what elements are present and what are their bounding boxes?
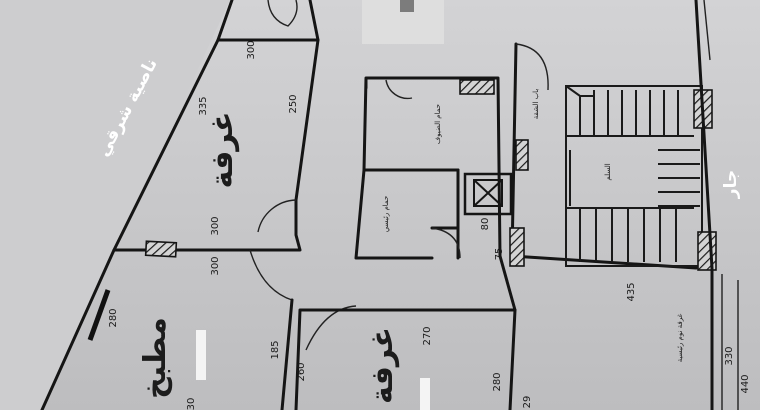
redaction-mark-1 [196, 330, 206, 380]
top-wall-left [216, 0, 234, 42]
dim-250: 250 [288, 94, 299, 113]
kitchen-label: مطبخ [138, 317, 173, 399]
dim-30-bottom: 30 [186, 398, 197, 410]
dim-435: 435 [626, 282, 637, 301]
redaction-mark-2 [420, 378, 430, 410]
dim-29-bottom: 29 [522, 396, 533, 409]
dim-280-right: 280 [492, 372, 503, 391]
shaft-inner [473, 179, 503, 207]
door-hatch-2 [509, 227, 525, 267]
door-hatch-3 [515, 139, 529, 171]
dim-270: 270 [422, 326, 433, 345]
kitchen-window-mark [87, 289, 111, 341]
master-bathroom-door [431, 227, 461, 259]
right-top-line [703, 0, 711, 61]
dim-300-b: 300 [210, 256, 221, 275]
dim-440: 440 [740, 374, 751, 393]
master-bathroom-walls [354, 168, 460, 260]
stairs-label: السلم [604, 163, 612, 180]
apartment-door-label: باب الشقة [532, 89, 540, 120]
room-upper-label: غرفة [205, 112, 240, 189]
guest-bathroom-label: حمام الضيوف [434, 104, 442, 144]
corridor-curve-right [305, 305, 357, 351]
shaft-box [463, 172, 513, 216]
upper-room-door-swing [257, 199, 297, 233]
corridor-curve-left [249, 249, 293, 301]
dim-300-a: 300 [210, 216, 221, 235]
dim-335: 335 [198, 96, 209, 115]
kitchen-hatch [144, 240, 178, 258]
neighbor-label: جار [721, 170, 741, 199]
top-wall-right [308, 0, 320, 42]
dim-260: 260 [296, 362, 307, 381]
dim-330: 330 [724, 346, 735, 365]
dim-80: 80 [480, 218, 491, 231]
dim-top-300: 300 [246, 40, 257, 59]
kitchen-walls [40, 248, 294, 410]
apartment-door-swing [515, 43, 549, 91]
dim-185: 185 [270, 340, 281, 359]
top-door-swing [267, 0, 298, 27]
outer-shadow-area [0, 0, 230, 410]
guest-bathroom-door [385, 79, 413, 100]
right-neighbor-lines [721, 274, 739, 410]
right-outer-wall [694, 0, 714, 410]
master-bathroom-label: حمام رئيسي [382, 196, 390, 233]
door-hatch-1 [459, 79, 495, 95]
top-marker [400, 0, 414, 12]
dim-280-left: 280 [108, 308, 119, 327]
master-bedroom-label: غرفة نوم رئيسية [676, 313, 684, 362]
shaft-cross [473, 179, 503, 207]
dim-75: 75 [494, 248, 505, 261]
room-lower-label: غرفة [365, 327, 400, 404]
